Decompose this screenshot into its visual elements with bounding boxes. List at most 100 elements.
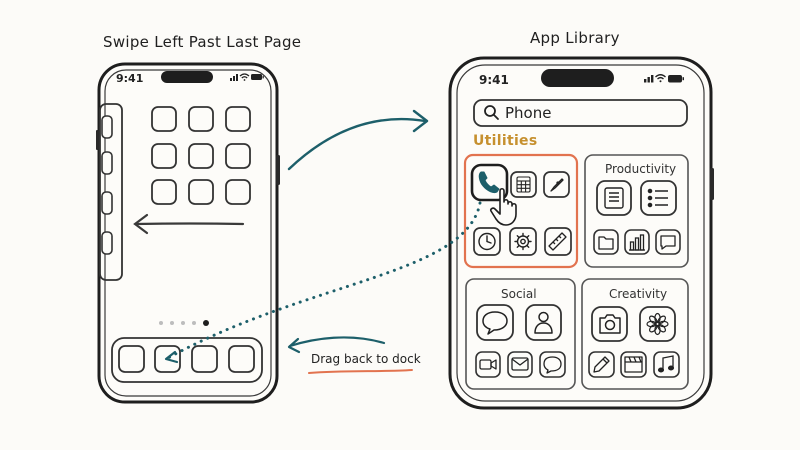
app-icon <box>101 151 113 175</box>
camera-app[interactable] <box>591 306 628 342</box>
phone-icon <box>478 171 500 194</box>
folder-social[interactable] <box>465 278 576 390</box>
clapperboard-icon <box>624 356 643 373</box>
folder-productivity[interactable] <box>584 154 689 268</box>
numbers-app[interactable] <box>624 229 650 255</box>
app-tile <box>639 306 676 342</box>
app-icon[interactable] <box>225 179 251 205</box>
right-phone <box>448 56 714 410</box>
music-app[interactable] <box>653 351 680 378</box>
home-screen-app-grid <box>151 106 251 205</box>
app-tile <box>544 227 572 256</box>
clock-app[interactable] <box>473 227 501 256</box>
dock-app-icon[interactable] <box>118 345 145 373</box>
left-phone-volume-button <box>96 130 99 150</box>
app-tile <box>596 180 632 216</box>
app-icon[interactable] <box>151 179 177 205</box>
right-status-time: 9:41 <box>479 73 509 87</box>
dock <box>111 337 263 383</box>
folder-utilities[interactable] <box>463 153 579 269</box>
wifi-icon <box>239 73 250 79</box>
app-icon <box>101 191 113 215</box>
drag-back-arrow <box>287 336 386 354</box>
music-note-icon <box>657 355 675 373</box>
ruler-icon <box>548 232 567 251</box>
left-phone-dynamic-island <box>161 71 213 83</box>
notes-app[interactable] <box>596 180 632 216</box>
transition-arrow <box>287 109 429 171</box>
battery-icon <box>668 75 684 83</box>
calculator-app[interactable] <box>510 171 537 198</box>
app-tile <box>475 351 501 378</box>
video-camera-icon <box>479 359 497 370</box>
page-dot-active <box>203 320 209 326</box>
caption-underline <box>308 369 413 374</box>
search-icon <box>484 105 499 120</box>
message-bubble-icon <box>482 311 508 335</box>
battery-icon <box>251 74 264 80</box>
swipe-left-arrow <box>133 213 245 235</box>
messages-app[interactable] <box>476 304 514 341</box>
phone-app[interactable] <box>470 163 509 202</box>
settings-app[interactable] <box>509 227 537 256</box>
app-icon[interactable] <box>225 143 251 169</box>
files-app[interactable] <box>593 229 619 255</box>
app-icon[interactable] <box>151 106 177 132</box>
drag-path-dotted <box>166 201 482 360</box>
app-icon <box>101 231 113 255</box>
settings-gear-icon <box>514 232 532 251</box>
contact-person-icon <box>534 311 553 334</box>
hand-pointer-icon <box>490 187 517 226</box>
right-phone-dynamic-island <box>541 69 614 87</box>
app-tile <box>509 227 537 256</box>
app-icon[interactable] <box>188 179 214 205</box>
app-icon[interactable] <box>151 143 177 169</box>
contacts-app[interactable] <box>525 304 562 341</box>
app-icon[interactable] <box>188 143 214 169</box>
chat-bubble-icon <box>543 356 562 374</box>
photos-app[interactable] <box>639 306 676 342</box>
page-dot <box>159 321 163 325</box>
page-indicator-dots[interactable] <box>159 320 209 326</box>
compass-app[interactable] <box>543 171 570 198</box>
app-icon[interactable] <box>188 106 214 132</box>
notes-icon <box>604 187 624 209</box>
right-phone-side-button <box>710 168 714 200</box>
reminders-app[interactable] <box>640 180 677 216</box>
section-label-utilities: Utilities <box>473 133 538 149</box>
left-phone-title: Swipe Left Past Last Page <box>103 33 302 51</box>
right-phone-screen <box>456 64 705 402</box>
facetime-app[interactable] <box>475 351 501 378</box>
mail-app[interactable] <box>507 351 533 378</box>
app-icon[interactable] <box>225 106 251 132</box>
search-input[interactable]: Phone <box>505 104 552 122</box>
wifi-icon <box>655 74 666 80</box>
folder-utilities-frame <box>463 153 579 269</box>
calculator-icon <box>516 176 531 193</box>
folder-icon <box>598 236 614 250</box>
search-bar[interactable] <box>473 99 688 127</box>
measure-app[interactable] <box>544 227 572 256</box>
drag-caption: Drag back to dock <box>311 352 421 366</box>
dock-app-icon[interactable] <box>228 345 255 373</box>
previous-page-icons <box>101 115 113 255</box>
pencil-icon <box>593 356 610 373</box>
clips-app[interactable] <box>620 351 647 378</box>
dock-app-icon[interactable] <box>191 345 218 373</box>
bar-chart-icon <box>629 234 645 251</box>
app-icon <box>101 115 113 139</box>
list-icon <box>647 188 668 208</box>
mail-icon <box>511 357 529 371</box>
folder-creativity[interactable] <box>581 278 689 390</box>
left-status-time: 9:41 <box>116 72 144 85</box>
folder-social-frame <box>465 278 576 390</box>
messages-small-app[interactable] <box>655 229 681 255</box>
chat-app[interactable] <box>539 351 566 378</box>
folder-label-creativity: Creativity <box>609 287 668 301</box>
freeform-app[interactable] <box>588 351 615 378</box>
page-dot <box>181 321 185 325</box>
app-tile <box>653 351 680 378</box>
chat-bubble-icon <box>660 235 676 250</box>
clock-icon <box>478 232 496 251</box>
